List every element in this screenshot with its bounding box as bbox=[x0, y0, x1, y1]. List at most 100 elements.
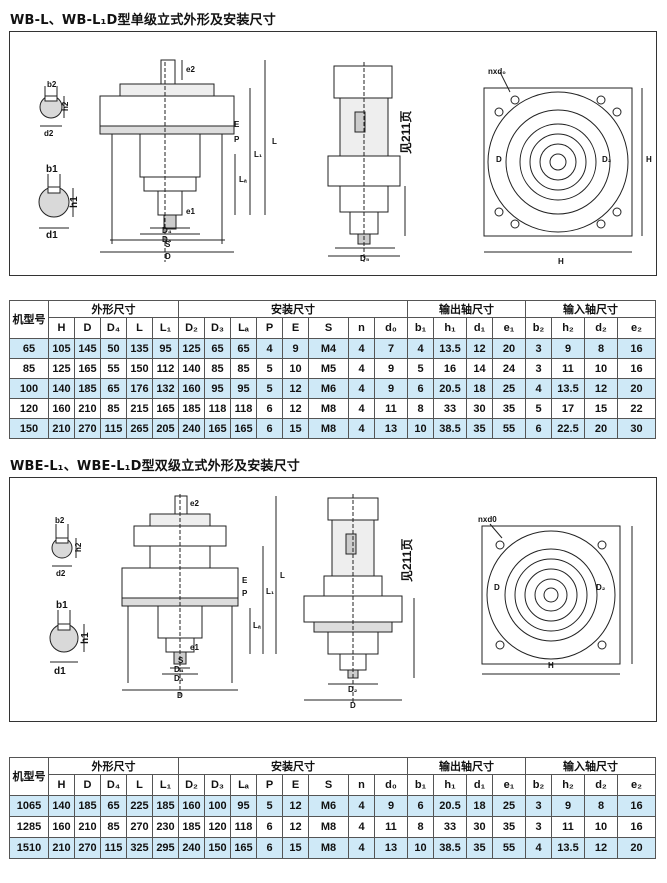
table-cell: 16 bbox=[433, 358, 467, 379]
table-cell: 65 bbox=[230, 338, 257, 359]
section2-title: WBE-L₁、WBE-L₁D型双级立式外形及安装尺寸 bbox=[10, 459, 300, 474]
input-shaft-section: b2 h2 d2 bbox=[39, 80, 70, 138]
label-e2-2: e2 bbox=[190, 499, 199, 508]
table-cell: 55 bbox=[492, 418, 526, 439]
t2-col-header: d₁ bbox=[466, 774, 493, 796]
t2-col-header: b₁ bbox=[407, 774, 434, 796]
table-cell: 325 bbox=[126, 837, 153, 859]
col-model: 机型号 bbox=[9, 300, 49, 339]
table-cell: 50 bbox=[100, 338, 127, 359]
t2-col-header: Lₐ bbox=[230, 774, 257, 796]
table-cell: 145 bbox=[74, 338, 101, 359]
label-h2-2: h2 bbox=[74, 542, 83, 552]
table-cell: 295 bbox=[152, 837, 179, 859]
group-install: 安装尺寸 bbox=[178, 300, 408, 318]
table-cell: 4 bbox=[256, 338, 283, 359]
table-cell: 15 bbox=[282, 837, 309, 859]
t1-col-header: h₁ bbox=[433, 317, 467, 339]
t1-col-header: d₀ bbox=[374, 317, 408, 339]
table-cell: 150 bbox=[9, 418, 49, 439]
table-cell: 20 bbox=[584, 418, 618, 439]
table-cell: 176 bbox=[126, 378, 153, 399]
label-L: L bbox=[272, 137, 277, 146]
t2-col-header: D bbox=[74, 774, 101, 796]
table-cell: 4 bbox=[348, 795, 375, 817]
table-cell: 10 bbox=[407, 837, 434, 859]
t1-col-header: e₁ bbox=[492, 317, 526, 339]
table-cell: 85 bbox=[100, 816, 127, 838]
t2-col-header: h₂ bbox=[551, 774, 585, 796]
t1-col-header: b₂ bbox=[525, 317, 552, 339]
drawing-frame-double-stage: b2 h2 d2 b1 h1 d1 bbox=[9, 477, 657, 722]
table-cell: 4 bbox=[348, 418, 375, 439]
table-cell: 185 bbox=[74, 378, 101, 399]
t1-col-header: D₄ bbox=[100, 317, 127, 339]
label-L1: L₁ bbox=[254, 150, 263, 159]
double-stage-drawing: b2 h2 d2 b1 h1 d1 bbox=[49, 494, 633, 710]
table-cell: 8 bbox=[407, 816, 434, 838]
table-cell: 8 bbox=[584, 338, 618, 359]
table-cell: 65 bbox=[9, 338, 49, 359]
table-cell: 13 bbox=[374, 837, 408, 859]
table-cell: 7 bbox=[374, 338, 408, 359]
table-cell: 185 bbox=[152, 795, 179, 817]
table-cell: 11 bbox=[551, 816, 585, 838]
table-cell: 8 bbox=[407, 398, 434, 419]
label-P: P bbox=[234, 135, 240, 144]
label-D-motor-2: D bbox=[350, 701, 356, 710]
table-cell: 17 bbox=[551, 398, 585, 419]
table-cell: 55 bbox=[100, 358, 127, 379]
table-cell: 33 bbox=[433, 816, 467, 838]
table-cell: 16 bbox=[617, 358, 656, 379]
table-cell: 6 bbox=[256, 837, 283, 859]
table-cell: 12 bbox=[282, 795, 309, 817]
table-cell: 270 bbox=[126, 816, 153, 838]
table-cell: 22 bbox=[617, 398, 656, 419]
t2-col-header: D₂ bbox=[178, 774, 205, 796]
label-e1-2: e1 bbox=[190, 643, 199, 652]
table-cell: 4 bbox=[525, 837, 552, 859]
table-cell: 160 bbox=[48, 816, 75, 838]
table-cell: 30 bbox=[466, 816, 493, 838]
label-L-2: L bbox=[280, 571, 285, 580]
table-cell: 140 bbox=[48, 795, 75, 817]
table-cell: 22.5 bbox=[551, 418, 585, 439]
table-cell: 24 bbox=[492, 358, 526, 379]
front-view-single: S D₄ D₃ D L L₁ Lₐ E P e2 e1 bbox=[99, 59, 277, 262]
table-cell: 3 bbox=[525, 358, 552, 379]
table-cell: M8 bbox=[308, 418, 349, 439]
table-cell: 11 bbox=[374, 816, 408, 838]
table-cell: 3 bbox=[525, 338, 552, 359]
t2-col-header: P bbox=[256, 774, 283, 796]
table-cell: 5 bbox=[407, 358, 434, 379]
front-view-double: S D₄ D₃ D L L₁ Lₐ E P e2 e1 bbox=[121, 494, 285, 700]
label-D2-motor: D₂ bbox=[348, 685, 358, 694]
label-D-top: D bbox=[496, 155, 502, 164]
table-cell: 225 bbox=[126, 795, 153, 817]
col-model-2: 机型号 bbox=[9, 757, 49, 796]
table-cell: 185 bbox=[74, 795, 101, 817]
label-nxd0-2: nxd0 bbox=[478, 515, 497, 524]
label-D: D bbox=[165, 252, 171, 261]
table-cell: 120 bbox=[204, 816, 231, 838]
table-cell: 165 bbox=[230, 837, 257, 859]
table-cell: 240 bbox=[178, 837, 205, 859]
t1-col-header: L₁ bbox=[152, 317, 179, 339]
label-L1-2: L₁ bbox=[266, 587, 275, 596]
table-cell: 33 bbox=[433, 398, 467, 419]
label-b1-2: b1 bbox=[56, 600, 68, 611]
table-cell: 4 bbox=[348, 837, 375, 859]
table-cell: 112 bbox=[152, 358, 179, 379]
label-H-1: H bbox=[558, 257, 564, 266]
group-outline-2: 外形尺寸 bbox=[48, 757, 179, 775]
table-cell: 115 bbox=[100, 418, 127, 439]
table-cell: 12 bbox=[282, 378, 309, 399]
label-S: S bbox=[165, 240, 171, 249]
group-outline: 外形尺寸 bbox=[48, 300, 179, 318]
table-cell: 6 bbox=[256, 398, 283, 419]
table-cell: 165 bbox=[204, 418, 231, 439]
table-cell: 4 bbox=[348, 378, 375, 399]
